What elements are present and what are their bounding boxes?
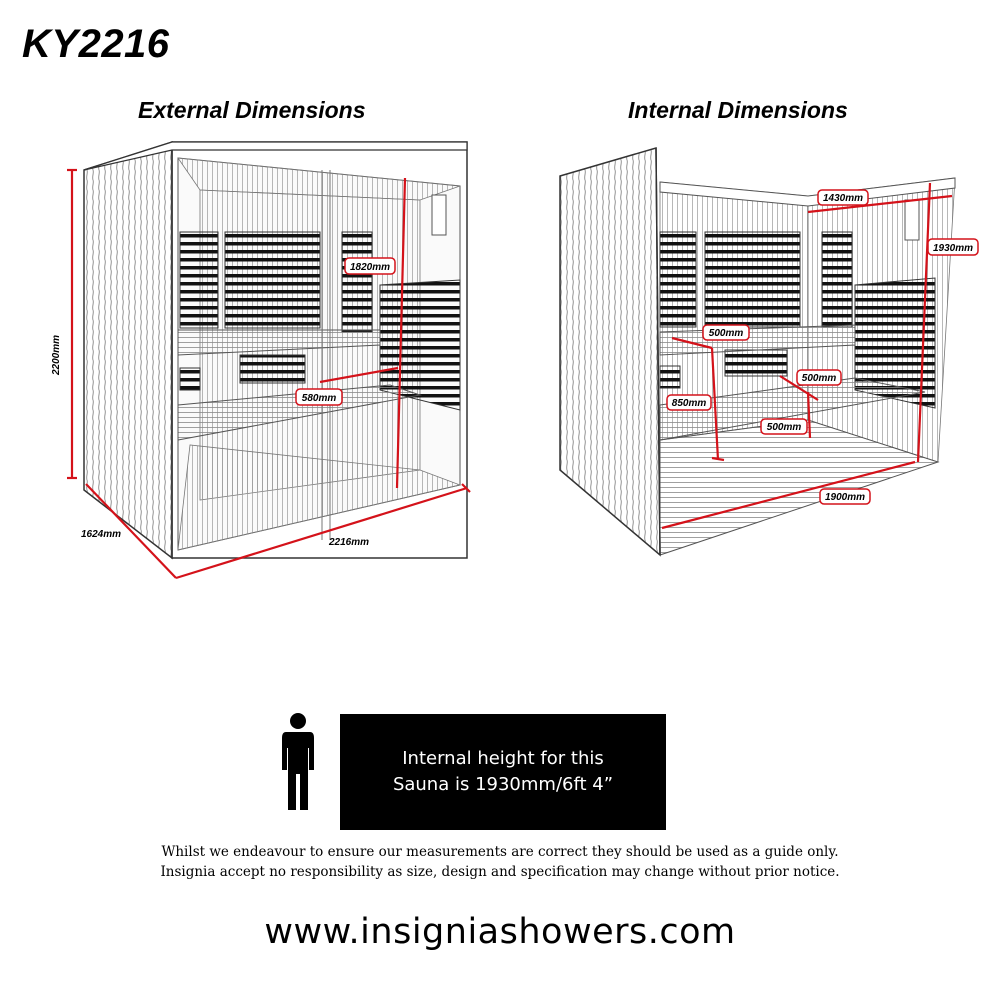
int-height-label: 1930mm xyxy=(933,243,973,254)
int-bench-right-a-label: 500mm xyxy=(802,373,837,384)
disclaimer-line-2: Insignia accept no responsibility as siz… xyxy=(160,864,840,880)
int-bench-height-label: 850mm xyxy=(672,398,707,409)
int-width-label: 1900mm xyxy=(825,492,865,503)
ext-bench-depth-label: 580mm xyxy=(302,393,337,404)
internal-dimension-lines xyxy=(661,182,953,530)
model-title: KY2216 xyxy=(22,22,170,66)
int-bench-right-b-label: 500mm xyxy=(767,422,802,433)
website-link[interactable]: www.insigniashowers.com xyxy=(264,912,736,952)
int-bench-upper-label: 500mm xyxy=(709,328,744,339)
int-depth-label: 1430mm xyxy=(823,193,863,204)
ext-height-label: 2200mm xyxy=(51,335,62,376)
person-silhouette-icon xyxy=(282,713,314,810)
external-dimension-lines xyxy=(67,168,471,580)
external-dimensions-title: External Dimensions xyxy=(138,97,366,123)
sauna-drawings: 2200mm 1624mm 2216mm 1820mm 580mm xyxy=(51,140,979,580)
disclaimer: Whilst we endeavour to ensure our measur… xyxy=(0,842,1000,882)
internal-dimensions-title: Internal Dimensions xyxy=(628,97,848,123)
ext-inner-height-label: 1820mm xyxy=(350,262,390,273)
info-line-1: Internal height for this xyxy=(402,748,604,769)
external-sauna-drawing: 2200mm 1624mm 2216mm 1820mm 580mm xyxy=(51,140,471,580)
internal-sauna-drawing: 1430mm 1930mm 500mm 850mm 500mm 500mm 19… xyxy=(559,147,979,557)
info-line-2: Sauna is 1930mm/6ft 4” xyxy=(392,774,614,795)
disclaimer-line-1: Whilst we endeavour to ensure our measur… xyxy=(161,844,839,860)
ext-depth-label: 1624mm xyxy=(81,529,121,540)
ext-width-label: 2216mm xyxy=(328,537,369,548)
internal-height-info-box: Internal height for this Sauna is 1930mm… xyxy=(340,714,666,830)
